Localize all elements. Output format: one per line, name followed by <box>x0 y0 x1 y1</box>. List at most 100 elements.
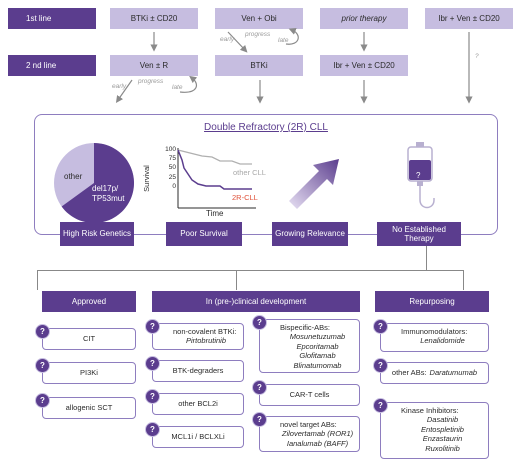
repurp-other-abs-head: other ABs: <box>391 368 427 378</box>
preclin-mcl1i-bclxli: ? MCL1i / BCLXLi <box>145 422 244 448</box>
connector-horizontal <box>37 270 463 271</box>
survival-other-cll-label: other CLL <box>233 168 266 177</box>
question-badge: ? <box>373 398 388 413</box>
label-early-2: early <box>112 83 127 90</box>
repurp-immunomodulators: ? Immunomodulators: Lenalidomide <box>373 319 489 352</box>
first-line-ven-obi: Ven + Obi <box>215 8 303 29</box>
growth-arrow-icon <box>289 159 339 209</box>
label-late-1: late <box>278 37 289 44</box>
question-badge: ? <box>145 319 160 334</box>
drug-enzastaurin: Enzastaurin <box>422 434 463 444</box>
question-badge: ? <box>252 380 267 395</box>
feature-no-established-therapy: No Established Therapy <box>377 222 461 246</box>
preclin-btk-degraders-label: BTK-degraders <box>172 366 224 376</box>
pie-label-other: other <box>64 172 83 181</box>
ytick-75: 75 <box>168 155 176 163</box>
question-badge: ? <box>252 315 267 330</box>
pie-chart <box>54 143 134 223</box>
ytick-25: 25 <box>168 173 176 181</box>
question-badge: ? <box>145 356 160 371</box>
label-question: ? <box>475 53 479 60</box>
survival-other-cll-curve <box>177 149 252 165</box>
survival-xlabel: Time <box>206 209 224 218</box>
drug-ruxolitinib: Ruxolitinib <box>425 443 460 453</box>
second-line-ibr-ven-cd20: Ibr + Ven ± CD20 <box>320 55 408 76</box>
connector-preclinical <box>236 270 237 290</box>
label-progress-1: progress <box>245 31 271 38</box>
approved-allo-sct-label: allogenic SCT <box>65 403 113 413</box>
approved-pi3ki: ? PI3Ki <box>35 358 136 384</box>
approved-cit: ? CIT <box>35 324 136 350</box>
category-approved: Approved <box>42 291 136 312</box>
question-badge: ? <box>35 324 50 339</box>
repurp-other-abs: ? other ABs: Daratumumab <box>373 358 489 384</box>
drug-lenalidomide: Lenalidomide <box>420 336 465 346</box>
drug-blinatumomab: Blinatumomab <box>293 360 342 370</box>
preclin-btk-degraders: ? BTK-degraders <box>145 356 244 382</box>
question-badge: ? <box>145 389 160 404</box>
feature-high-risk-genetics: High Risk Genetics <box>60 222 134 246</box>
survival-2r-cll-curve <box>177 149 252 190</box>
ytick-100: 100 <box>165 146 176 153</box>
question-badge: ? <box>373 319 388 334</box>
drug-dasatinib: Dasatinib <box>426 415 459 425</box>
category-preclinical: In (pre-)clinical development <box>152 291 360 312</box>
ytick-0: 0 <box>172 182 176 190</box>
preclin-other-bcl2i: ? other BCL2i <box>145 389 244 415</box>
preclin-car-t-label: CAR-T cells <box>289 390 330 400</box>
main-title: Double Refractory (2R) CLL <box>204 122 328 133</box>
arrow-venr-late <box>179 75 198 93</box>
preclin-other-bcl2i-label: other BCL2i <box>178 399 218 409</box>
feature-poor-survival: Poor Survival <box>166 222 242 246</box>
survival-ytick-labels: 100 75 50 25 0 <box>162 145 176 191</box>
question-badge: ? <box>252 412 267 427</box>
approved-pi3ki-label: PI3Ki <box>80 368 98 378</box>
drug-ianalumab: Ianalumab (BAFF) <box>286 438 349 448</box>
preclin-mcl1i-bclxli-label: MCL1i / BCLXLi <box>171 432 225 442</box>
pie-del17p-slice <box>61 143 134 223</box>
drug-epcoritamab: Epcoritamab <box>296 341 339 351</box>
preclin-car-t: ? CAR-T cells <box>252 380 360 406</box>
preclin-novel-target-abs: ? novel target ABs: Zilovertamab (ROR1) … <box>252 412 360 452</box>
question-badge: ? <box>145 422 160 437</box>
repurp-immunomodulators-head: Immunomodulators: <box>401 327 468 336</box>
connector-repurposing <box>463 270 464 290</box>
feature-growing-relevance: Growing Relevance <box>272 222 348 246</box>
drug-mosunetuzumab: Mosunetuzumab <box>289 332 346 342</box>
preclin-novel-target-abs-head: novel target ABs: <box>280 420 337 429</box>
preclin-bispecific-abs-head: Bispecific-ABs: <box>280 323 331 332</box>
arrow-venobi-early <box>227 31 248 53</box>
iv-bag-question: ? <box>416 171 421 180</box>
arrow-venr-early <box>115 79 133 103</box>
iv-bag-icon <box>407 142 435 209</box>
first-line-label: 1st line <box>8 8 96 29</box>
category-repurposing: Repurposing <box>375 291 489 312</box>
question-badge: ? <box>373 358 388 373</box>
first-line-prior-therapy: prior therapy <box>320 8 408 29</box>
ytick-50: 50 <box>168 164 176 172</box>
survival-2r-cll-label: 2R-CLL <box>232 193 258 202</box>
flow-arrows <box>115 27 473 104</box>
survival-plot <box>177 148 256 209</box>
repurp-kinase-inhibitors: ? Kinase Inhibitors: Dasatinib Entosplet… <box>373 398 489 459</box>
second-line-btki: BTKi <box>215 55 303 76</box>
connector-approved <box>37 270 38 290</box>
arrow-venobi-late <box>285 27 299 45</box>
survival-ylabel: Survival <box>141 165 151 192</box>
drug-entospletinib: Entospletinib <box>421 424 464 434</box>
first-line-btki-cd20: BTKi ± CD20 <box>110 8 198 29</box>
approved-cit-label: CIT <box>82 334 96 344</box>
repurp-kinase-inhibitors-head: Kinase Inhibitors: <box>401 406 459 415</box>
label-early-1: early <box>220 36 235 43</box>
second-line-label: 2 nd line <box>8 55 96 76</box>
preclin-noncovalent-btki-head: non-covalent BTKi: <box>173 327 237 336</box>
drug-pirtobrutinib: Pirtobrutinib <box>185 336 227 346</box>
preclin-bispecific-abs: ? Bispecific-ABs: Mosunetuzumab Epcorita… <box>252 315 360 373</box>
approved-allo-sct: ? allogenic SCT <box>35 393 136 419</box>
second-line-ven-r: Ven ± R <box>110 55 198 76</box>
drug-zilovertamab: Zilovertamab (ROR1) <box>281 429 354 439</box>
pie-label-del: del17p/ TP53mut <box>92 184 125 203</box>
preclin-noncovalent-btki: ? non-covalent BTKi: Pirtobrutinib <box>145 319 244 350</box>
first-line-ibr-ven-cd20: Ibr + Ven ± CD20 <box>425 8 513 29</box>
label-progress-2: progress <box>138 78 164 85</box>
